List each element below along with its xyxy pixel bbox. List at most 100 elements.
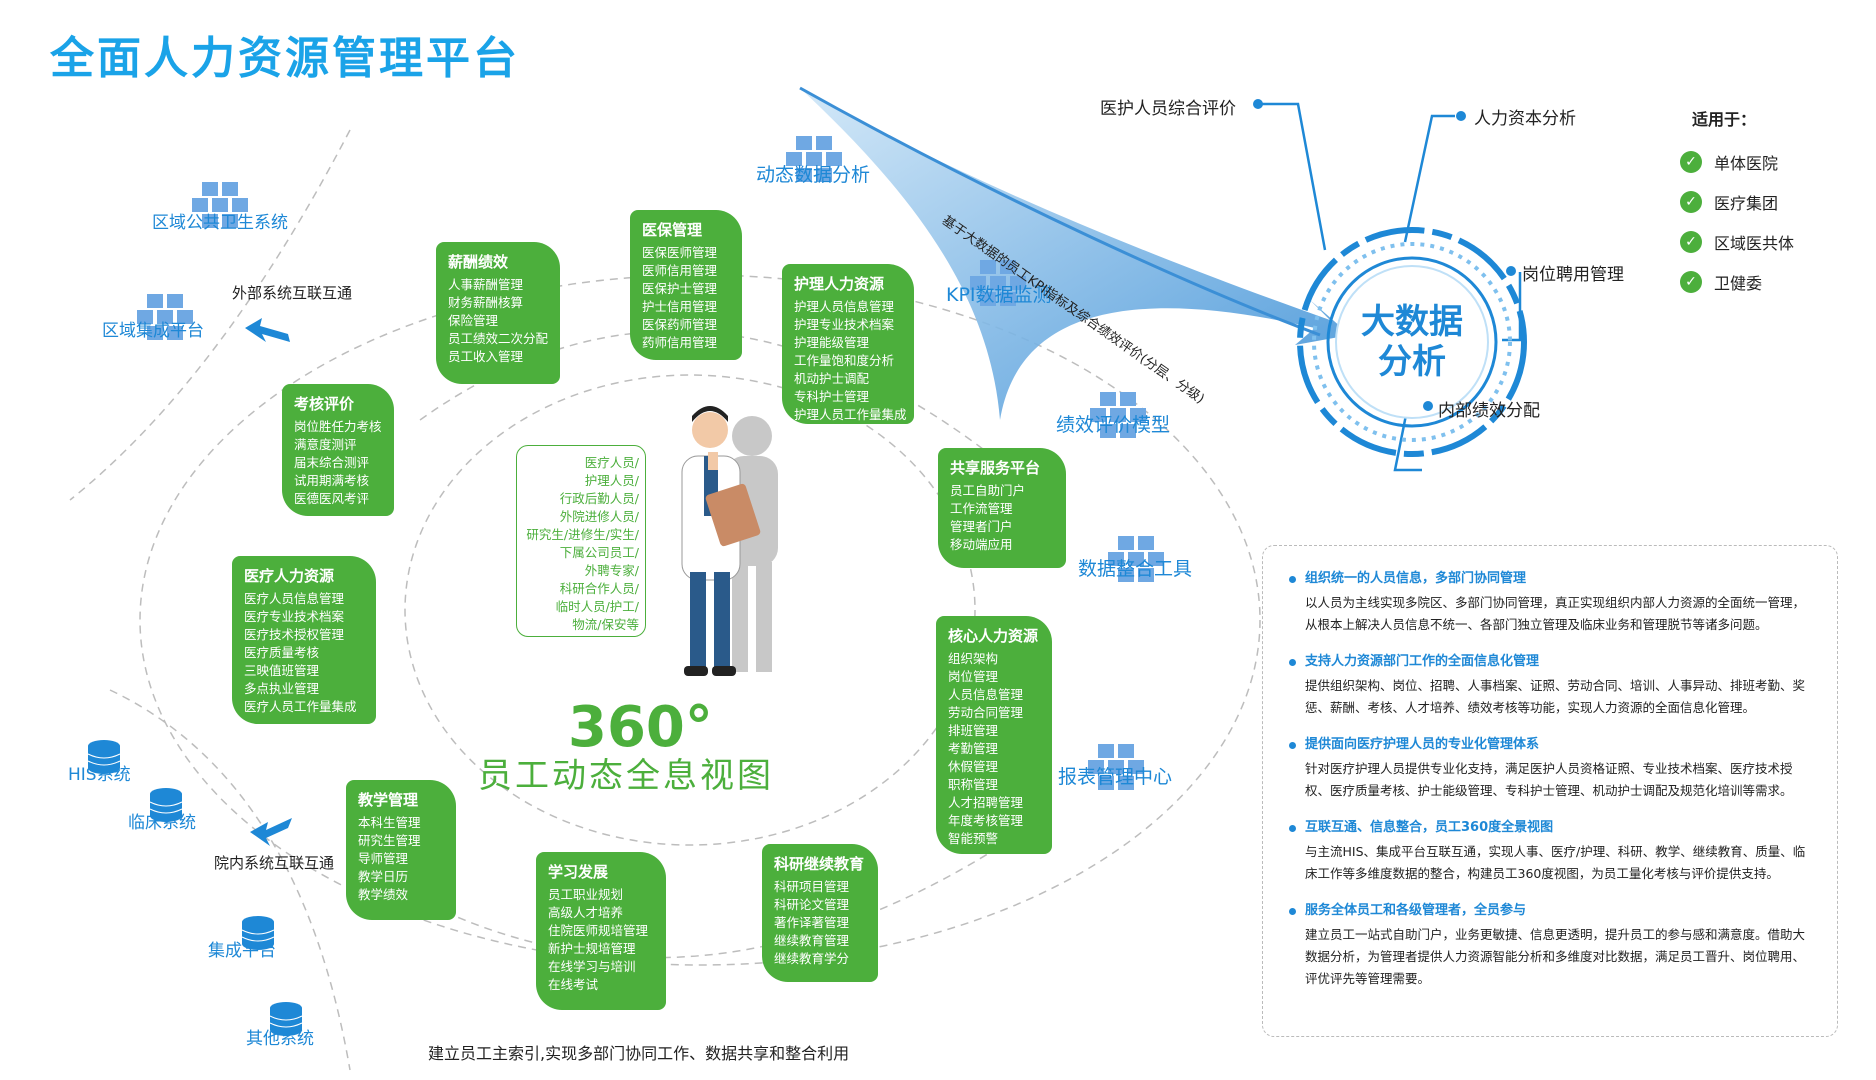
center-360: 360° bbox=[568, 695, 713, 760]
module-title: 护理人力资源 bbox=[794, 275, 885, 293]
connector-dot-icon bbox=[1423, 401, 1433, 411]
role-item: 研究生/进修生/实生/ bbox=[526, 527, 639, 542]
cube-icon bbox=[1084, 738, 1154, 798]
module-item: 药师信用管理 bbox=[642, 335, 718, 350]
module-item: 护理人员信息管理 bbox=[794, 299, 895, 314]
cube-icon bbox=[966, 254, 1036, 314]
module-item: 岗位管理 bbox=[948, 669, 999, 684]
feature-item: 支持人力资源部门工作的全面信息化管理 提供组织架构、岗位、招聘、人事档案、证照、… bbox=[1289, 651, 1817, 719]
module-item: 考勤管理 bbox=[948, 741, 999, 756]
his-system-label: HIS系统 bbox=[68, 765, 131, 785]
module-item: 智能预警 bbox=[948, 831, 999, 846]
external-link-label: 外部系统互联互通 bbox=[232, 284, 353, 302]
database-icon bbox=[266, 1000, 306, 1040]
cube-icon bbox=[188, 176, 258, 236]
module-insurance[interactable]: 医保管理 医保医师管理 医师信用管理 医保护士管理 护士信用管理 医保药师管理 … bbox=[630, 210, 742, 360]
module-assessment[interactable]: 考核评价 岗位胜任力考核 满意度测评 届末综合测评 试用期满考核 医德医风考评 bbox=[282, 384, 394, 516]
module-item: 护理专业技术档案 bbox=[794, 317, 895, 332]
module-item: 满意度测评 bbox=[294, 437, 357, 452]
applies-item-label: 单体医院 bbox=[1714, 154, 1779, 173]
module-item: 员工自助门户 bbox=[950, 483, 1026, 498]
module-item: 住院医师规培管理 bbox=[548, 923, 649, 938]
role-item: 外聘专家/ bbox=[584, 563, 639, 578]
feature-body: 以人员为主线实现多院区、多部门协同管理，真正实现组织内部人力资源的全面统一管理，… bbox=[1305, 595, 1806, 632]
module-item: 员工绩效二次分配 bbox=[448, 331, 549, 346]
check-icon: ✓ bbox=[1680, 231, 1702, 253]
analysis-label: 医护人员综合评价 bbox=[1100, 99, 1236, 119]
kpi-monitor-label: KPI数据监测 bbox=[946, 284, 1052, 306]
module-research[interactable]: 科研继续教育 科研项目管理 科研论文管理 著作译著管理 继续教育管理 继续教育学… bbox=[762, 844, 878, 982]
module-core[interactable]: 核心人力资源 组织架构 岗位管理 人员信息管理 劳动合同管理 排班管理 考勤管理… bbox=[936, 616, 1052, 854]
role-item: 临时人员/护工/ bbox=[555, 599, 639, 614]
module-title: 学习发展 bbox=[548, 863, 609, 881]
module-item: 科研论文管理 bbox=[774, 897, 850, 912]
module-item: 届末综合测评 bbox=[294, 455, 370, 470]
module-item: 休假管理 bbox=[948, 759, 999, 774]
page-title: 全面人力资源管理平台 bbox=[50, 33, 520, 84]
database-icon bbox=[84, 738, 124, 778]
connector-dot-icon bbox=[1253, 99, 1263, 109]
bottom-caption: 建立员工主索引,实现多部门协同工作、数据共享和整合利用 bbox=[428, 1044, 850, 1063]
module-item: 岗位胜任力考核 bbox=[294, 419, 382, 434]
module-item: 护理人员工作量集成 bbox=[794, 407, 907, 422]
module-salary[interactable]: 薪酬绩效 人事薪酬管理 财务薪酬核算 保险管理 员工绩效二次分配 员工收入管理 bbox=[436, 242, 560, 384]
feature-heading: 支持人力资源部门工作的全面信息化管理 bbox=[1289, 651, 1817, 673]
module-item: 教学绩效 bbox=[358, 887, 409, 902]
module-teaching[interactable]: 教学管理 本科生管理 研究生管理 导师管理 教学日历 教学绩效 bbox=[346, 780, 456, 920]
module-item: 教学日历 bbox=[358, 869, 409, 884]
module-medical[interactable]: 医疗人力资源 医疗人员信息管理 医疗专业技术档案 医疗技术授权管理 医疗质量考核… bbox=[232, 556, 376, 724]
module-title: 教学管理 bbox=[358, 791, 419, 809]
role-item: 行政后勤人员/ bbox=[559, 491, 639, 506]
big-data-line1: 大数据 bbox=[1361, 302, 1463, 342]
module-item: 工作流管理 bbox=[950, 501, 1013, 516]
database-icon bbox=[146, 786, 186, 826]
module-item: 医疗人员信息管理 bbox=[244, 591, 345, 606]
module-share[interactable]: 共享服务平台 员工自助门户 工作流管理 管理者门户 移动端应用 bbox=[938, 448, 1066, 568]
connector-dot-icon bbox=[1456, 111, 1466, 121]
module-item: 在线考试 bbox=[548, 977, 599, 992]
applies-item-label: 卫健委 bbox=[1714, 274, 1763, 293]
module-item: 医保药师管理 bbox=[642, 317, 718, 332]
applies-item-label: 医疗集团 bbox=[1714, 194, 1779, 213]
module-item: 员工职业规划 bbox=[548, 887, 624, 902]
feature-body: 针对医疗护理人员提供专业化支持，满足医护人员资格证照、专业技术档案、医疗技术授权… bbox=[1305, 761, 1793, 798]
module-title: 医保管理 bbox=[642, 221, 703, 239]
clinical-system-label: 临床系统 bbox=[128, 813, 196, 833]
module-item: 继续教育管理 bbox=[774, 933, 850, 948]
cube-icon bbox=[133, 288, 203, 348]
module-item: 科研项目管理 bbox=[774, 879, 850, 894]
applies-title: 适用于： bbox=[1692, 110, 1757, 129]
module-item: 职称管理 bbox=[948, 777, 999, 792]
data-integration-tool-label: 数据整合工具 bbox=[1078, 558, 1193, 580]
applies-item: ✓ 卫健委 bbox=[1680, 270, 1762, 294]
applies-item: ✓医疗集团 bbox=[1680, 190, 1778, 214]
module-title: 核心人力资源 bbox=[948, 627, 1039, 645]
module-item: 研究生管理 bbox=[358, 833, 421, 848]
role-item: 医疗人员/ bbox=[584, 455, 639, 470]
module-item: 人事薪酬管理 bbox=[448, 277, 524, 292]
big-data-line2: 分析 bbox=[1378, 342, 1446, 382]
module-item: 医疗质量考核 bbox=[244, 645, 320, 660]
cube-icon bbox=[1086, 386, 1156, 446]
feature-heading: 互联互通、信息整合，员工360度全景视图 bbox=[1289, 817, 1817, 839]
big-data-analysis: 大数据 分析 bbox=[1292, 222, 1532, 462]
analysis-label: 内部绩效分配 bbox=[1438, 401, 1540, 421]
applies-item: ✓区域医共体 bbox=[1680, 230, 1794, 254]
module-title: 考核评价 bbox=[294, 395, 355, 413]
check-icon: ✓ bbox=[1680, 271, 1702, 293]
module-item: 医疗人员工作量集成 bbox=[244, 699, 357, 714]
module-item: 护士信用管理 bbox=[642, 299, 718, 314]
module-learning[interactable]: 学习发展 员工职业规划 高级人才培养 住院医师规培管理 新护士规培管理 在线学习… bbox=[536, 852, 666, 1010]
report-center-label: 报表管理中心 bbox=[1058, 766, 1173, 788]
module-nursing[interactable]: 护理人力资源 护理人员信息管理 护理专业技术档案 护理能级管理 工作量饱和度分析… bbox=[782, 264, 914, 424]
region-health-label: 区域公共卫生系统 bbox=[152, 213, 288, 233]
analysis-label: 岗位聘用管理 bbox=[1522, 265, 1624, 285]
module-title: 共享服务平台 bbox=[950, 459, 1041, 477]
module-item: 专科护士管理 bbox=[794, 389, 870, 404]
feature-body: 与主流HIS、集成平台互联互通，实现人事、医疗/护理、科研、教学、继续教育、质量… bbox=[1305, 844, 1806, 881]
center-subtitle: 员工动态全息视图 bbox=[478, 756, 774, 796]
module-item: 人员信息管理 bbox=[948, 687, 1024, 702]
feature-item: 互联互通、信息整合，员工360度全景视图 与主流HIS、集成平台互联互通，实现人… bbox=[1289, 817, 1817, 885]
doctor-illustration bbox=[681, 406, 778, 676]
integration-platform-label: 集成平台 bbox=[208, 941, 276, 961]
